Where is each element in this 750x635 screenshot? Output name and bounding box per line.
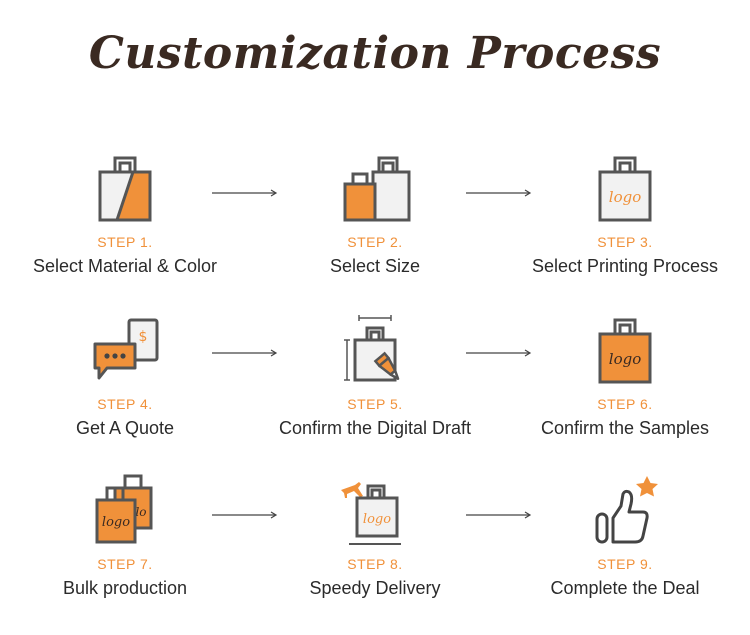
step-label: Select Size [329, 256, 421, 276]
thumbs-up-icon [595, 476, 658, 544]
step-label: Select Material & Color [32, 256, 218, 276]
digital-draft-icon [344, 315, 400, 382]
step-4: $ STEP 4. Get A Quote [0, 312, 250, 439]
step-number: STEP 4. [97, 396, 153, 412]
arrow-right-icon [466, 349, 532, 357]
arrow-right-icon [212, 349, 278, 357]
sample-bag-icon: logo [598, 318, 652, 384]
step-3: logo STEP 3. Select Printing Process [500, 150, 750, 277]
step-number: STEP 1. [97, 234, 153, 250]
arrow-right-icon [212, 189, 278, 197]
step-label: Bulk production [62, 578, 188, 598]
dollar-text: $ [139, 329, 148, 345]
stacked-bags-icon: lo logo [95, 474, 153, 544]
arrow-right-icon [466, 511, 532, 519]
arrow-right-icon [466, 189, 532, 197]
step-label: Speedy Delivery [309, 578, 441, 598]
logo-text: logo [609, 350, 641, 368]
step-label: Get A Quote [75, 418, 175, 438]
step-number: STEP 9. [597, 556, 653, 572]
airplane-icon [341, 482, 363, 498]
chat-quote-icon: $ [93, 318, 159, 380]
step-2: STEP 2. Select Size [250, 150, 500, 277]
bag-sizes-icon [343, 156, 411, 222]
delivery-icon: logo [341, 482, 401, 545]
step-number: STEP 6. [597, 396, 653, 412]
step-label: Confirm the Digital Draft [278, 418, 472, 438]
logo-bag-icon: logo [598, 156, 652, 222]
step-label: Confirm the Samples [540, 418, 710, 438]
step-8: logo STEP 8. Speedy Delivery [250, 472, 500, 599]
page-title: Customization Process [88, 28, 662, 79]
logo-text: logo [363, 512, 391, 527]
step-5: STEP 5. Confirm the Digital Draft [250, 312, 500, 439]
logo-text: logo [609, 188, 641, 206]
step-number: STEP 8. [347, 556, 403, 572]
step-9: STEP 9. Complete the Deal [500, 472, 750, 599]
step-number: STEP 3. [597, 234, 653, 250]
step-6: logo STEP 6. Confirm the Samples [500, 312, 750, 439]
svg-text:lo: lo [135, 505, 146, 519]
step-7: lo logo STEP 7. Bulk production [0, 472, 250, 599]
step-label: Complete the Deal [550, 578, 700, 598]
step-number: STEP 5. [347, 396, 403, 412]
star-icon [636, 476, 658, 497]
step-label: Select Printing Process [531, 256, 719, 276]
step-number: STEP 7. [97, 556, 153, 572]
arrow-right-icon [212, 511, 278, 519]
step-1: STEP 1. Select Material & Color [0, 150, 250, 277]
logo-text: logo [102, 515, 130, 530]
material-color-bag-icon [98, 156, 152, 222]
step-number: STEP 2. [347, 234, 403, 250]
